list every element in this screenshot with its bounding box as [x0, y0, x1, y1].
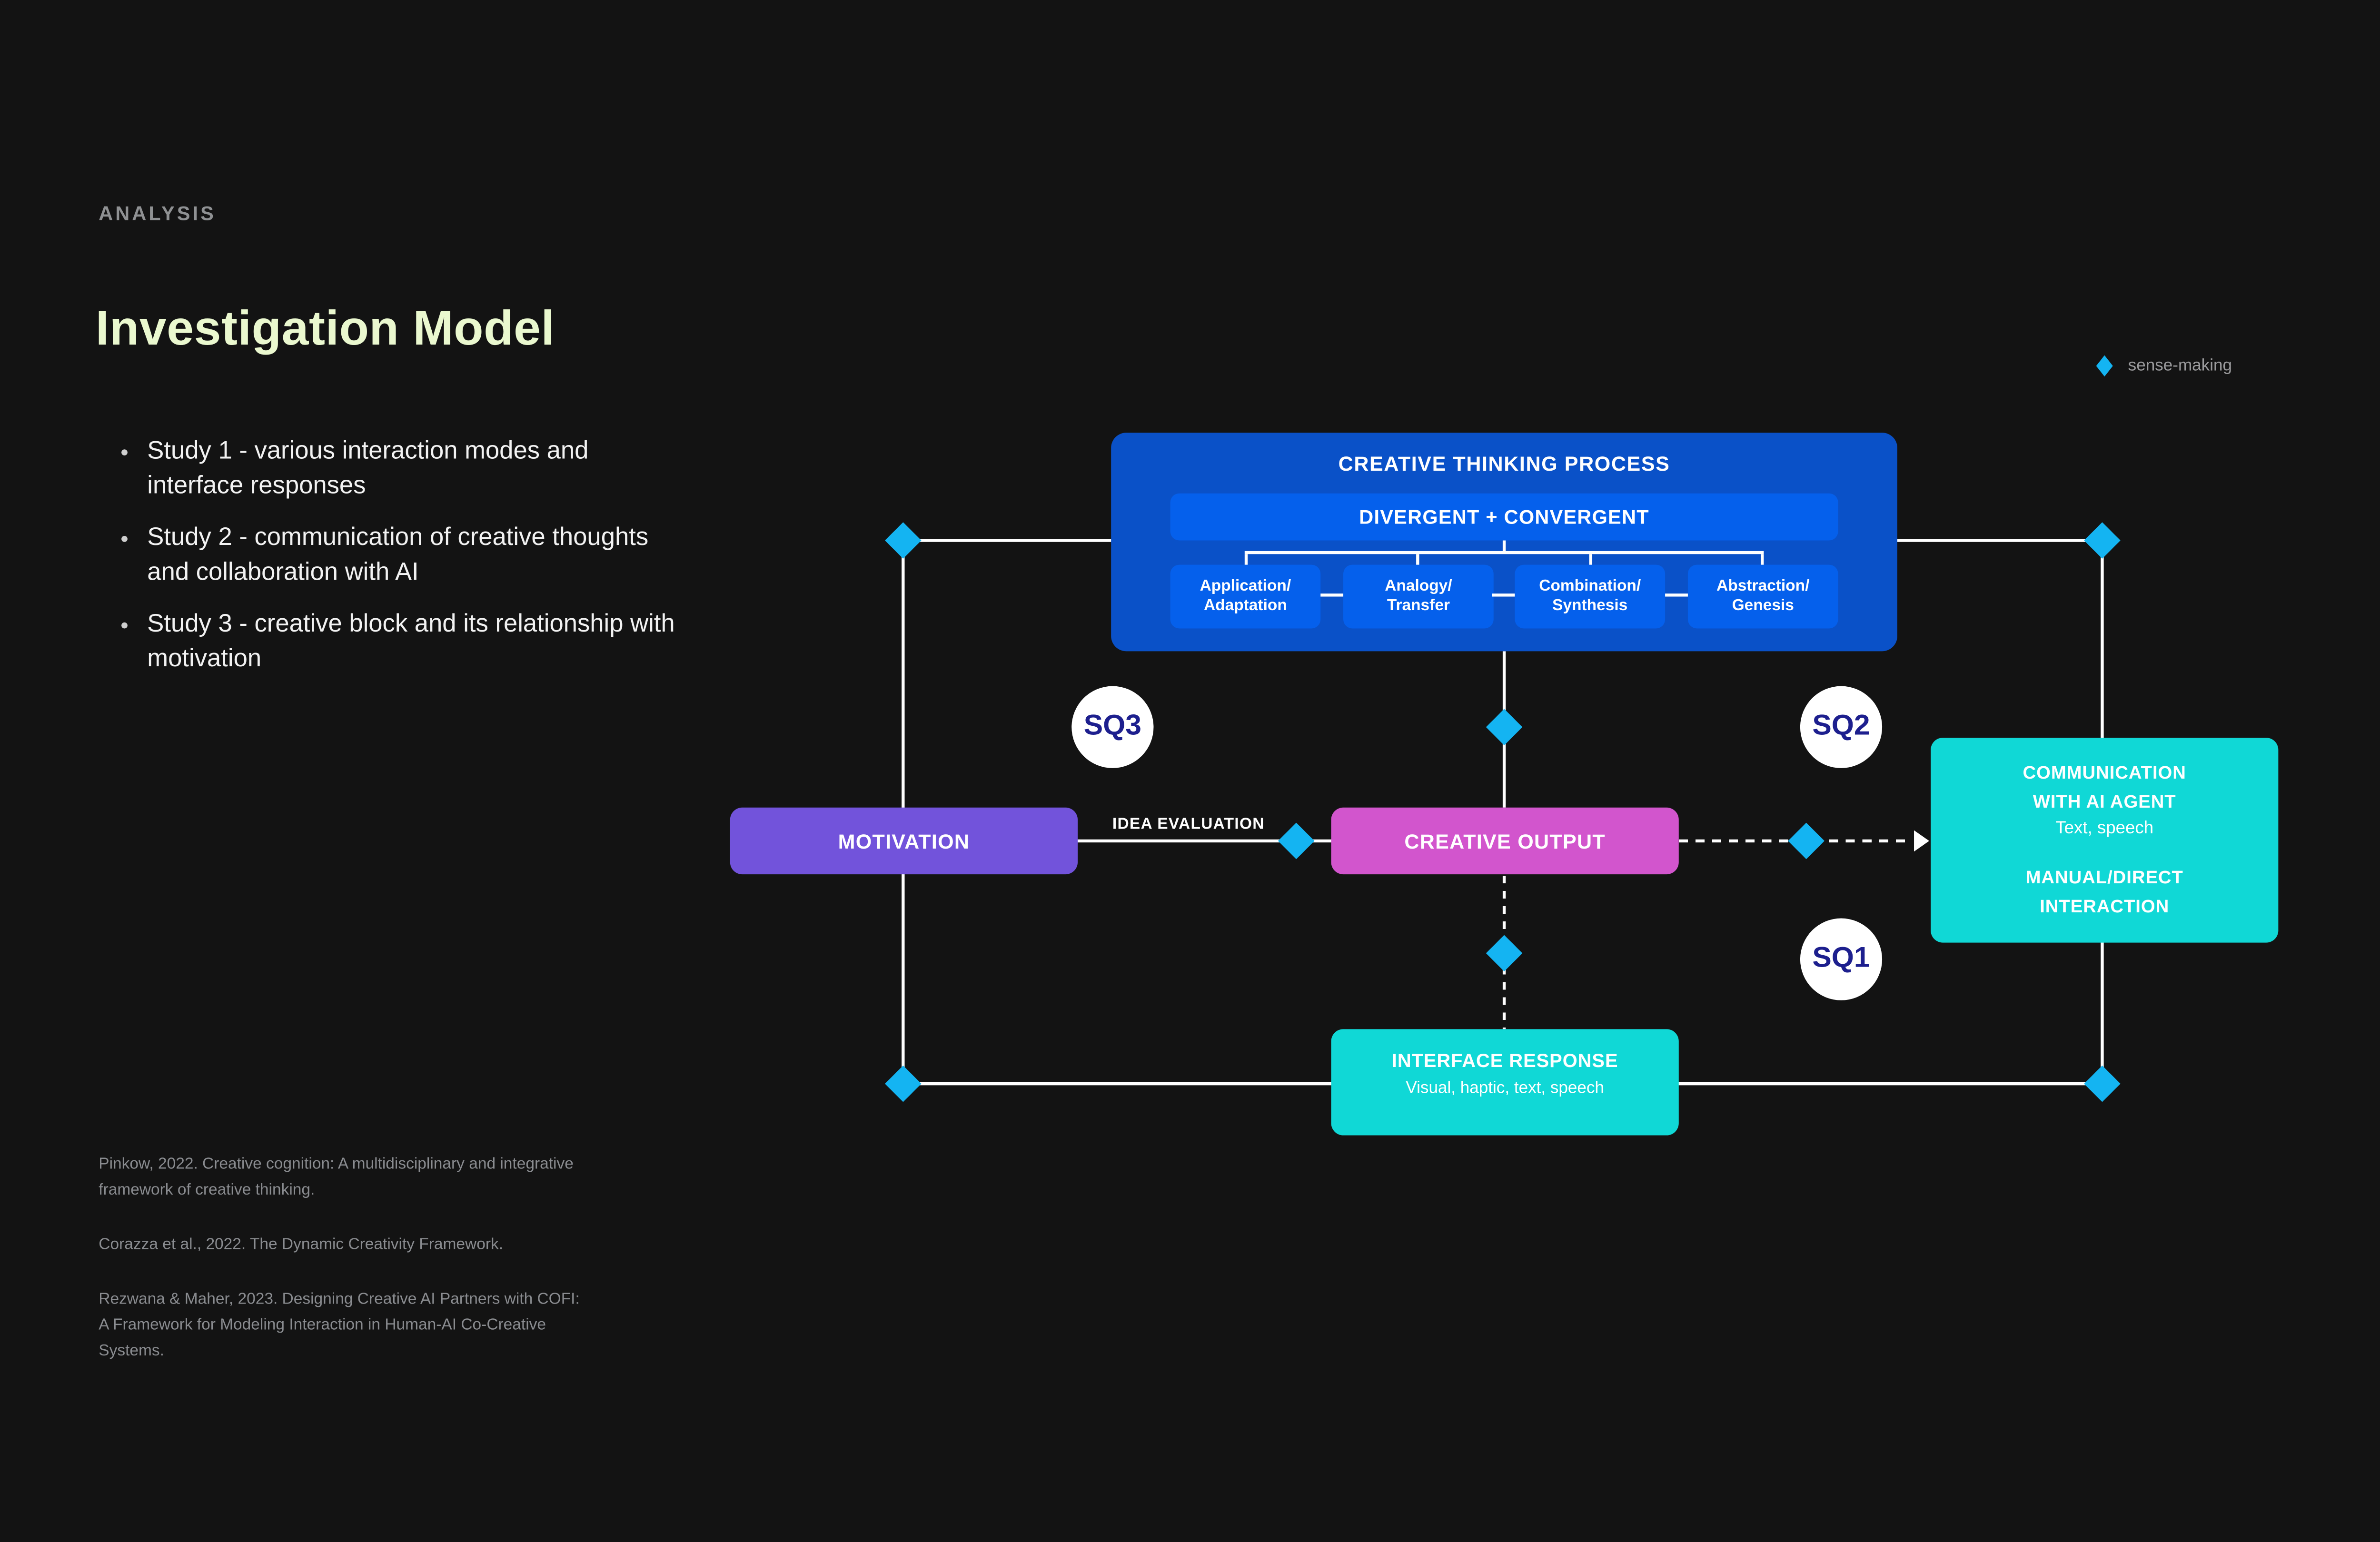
sub-box-link: [1492, 593, 1515, 597]
list-item: Study 2 - communication of creative thou…: [119, 521, 683, 591]
communication-subtitle: Text, speech: [2055, 820, 2154, 838]
sub-box-label: Synthesis: [1552, 596, 1628, 615]
bullet-text: Study 3 - creative block and its relatio…: [147, 610, 675, 672]
communication-secondary-line: MANUAL/DIRECT: [2025, 866, 2183, 888]
tree-connector: [1589, 554, 1593, 566]
sense-making-diamond-icon: [1486, 935, 1523, 971]
manual-direct-interaction-label: MANUAL/DIRECT INTERACTION: [1931, 864, 2278, 920]
tree-connector: [1244, 551, 1764, 554]
legend: sense-making: [2096, 355, 2232, 376]
list-item: Study 1 - various interaction modes and …: [119, 434, 683, 504]
sense-making-diamond-icon: [2096, 355, 2113, 376]
reference-item: Corazza et al., 2022. The Dynamic Creati…: [99, 1235, 504, 1254]
bullet-icon: [121, 622, 128, 629]
communication-with-ai-agent-box: COMMUNICATION WITH AI AGENT Text, speech…: [1931, 737, 2279, 943]
sub-box-label: Transfer: [1387, 596, 1450, 615]
bullet-text: Study 1 - various interaction modes and …: [147, 437, 589, 500]
slide-canvas: ANALYSIS Investigation Model Study 1 - v…: [0, 101, 2380, 1441]
sub-box-label: Combination/: [1539, 576, 1641, 594]
sub-box-combination-synthesis: Combination/ Synthesis: [1515, 564, 1666, 629]
sub-box-application-adaptation: Application/ Adaptation: [1170, 564, 1321, 629]
list-item: Study 3 - creative block and its relatio…: [119, 607, 683, 677]
reference-item: Pinkow, 2022. Creative cognition: A mult…: [99, 1155, 574, 1199]
sub-box-link: [1665, 593, 1688, 597]
references: Pinkow, 2022. Creative cognition: A mult…: [99, 1152, 581, 1393]
kicker: ANALYSIS: [99, 202, 216, 225]
page-title: Investigation Model: [95, 300, 555, 356]
sense-making-diamond-icon: [2084, 522, 2121, 559]
bullet-icon: [121, 449, 128, 455]
communication-title: COMMUNICATION WITH AI AGENT: [1931, 759, 2278, 815]
sub-box-label: Analogy/: [1385, 576, 1452, 594]
sub-box-abstraction-genesis: Abstraction/ Genesis: [1687, 564, 1838, 629]
arrow-right-icon: [1914, 830, 1929, 852]
bullet-list: Study 1 - various interaction modes and …: [119, 434, 683, 693]
badge-sq3: SQ3: [1071, 686, 1154, 768]
sub-box-label: Application/: [1200, 576, 1291, 594]
reference-item: Rezwana & Maher, 2023. Designing Creativ…: [99, 1290, 580, 1360]
sense-making-diamond-icon: [2084, 1065, 2121, 1102]
bullet-icon: [121, 535, 128, 542]
sense-making-diamond-icon: [1486, 709, 1523, 745]
badge-sq1: SQ1: [1800, 918, 1883, 1000]
connector-motivation-to-output-line: [1078, 839, 1331, 842]
creative-thinking-process-title: CREATIVE THINKING PROCESS: [1338, 452, 1670, 475]
motivation-box: MOTIVATION: [730, 807, 1078, 874]
communication-title-line: COMMUNICATION: [2023, 761, 2186, 783]
legend-label: sense-making: [2128, 356, 2232, 375]
sub-box-label: Adaptation: [1203, 596, 1287, 615]
divergent-convergent-box: DIVERGENT + CONVERGENT: [1170, 493, 1838, 541]
creative-thinking-process-box: CREATIVE THINKING PROCESS DIVERGENT + CO…: [1111, 432, 1897, 652]
interface-response-subtitle: Visual, haptic, text, speech: [1406, 1079, 1604, 1097]
sense-making-diamond-icon: [885, 522, 922, 559]
sub-box-label: Genesis: [1732, 596, 1794, 615]
creative-output-box: CREATIVE OUTPUT: [1331, 807, 1679, 874]
communication-secondary-line: INTERACTION: [2040, 894, 2170, 916]
tree-connector: [1244, 554, 1248, 566]
idea-evaluation-label: IDEA EVALUATION: [1112, 815, 1265, 833]
tree-connector: [1416, 554, 1419, 566]
badge-sq2: SQ2: [1800, 686, 1883, 768]
sub-box-analogy-transfer: Analogy/ Transfer: [1343, 564, 1494, 629]
interface-response-title: INTERFACE RESPONSE: [1391, 1050, 1618, 1072]
tree-connector: [1760, 554, 1764, 566]
sub-box-label: Abstraction/: [1716, 576, 1810, 594]
communication-title-line: WITH AI AGENT: [2033, 790, 2176, 811]
sense-making-diamond-icon: [885, 1065, 922, 1102]
sub-box-link: [1320, 593, 1344, 597]
bullet-text: Study 2 - communication of creative thou…: [147, 524, 649, 586]
tree-connector: [1502, 540, 1506, 553]
sense-making-diamond-icon: [1788, 822, 1825, 859]
interface-response-box: INTERFACE RESPONSE Visual, haptic, text,…: [1331, 1029, 1679, 1136]
